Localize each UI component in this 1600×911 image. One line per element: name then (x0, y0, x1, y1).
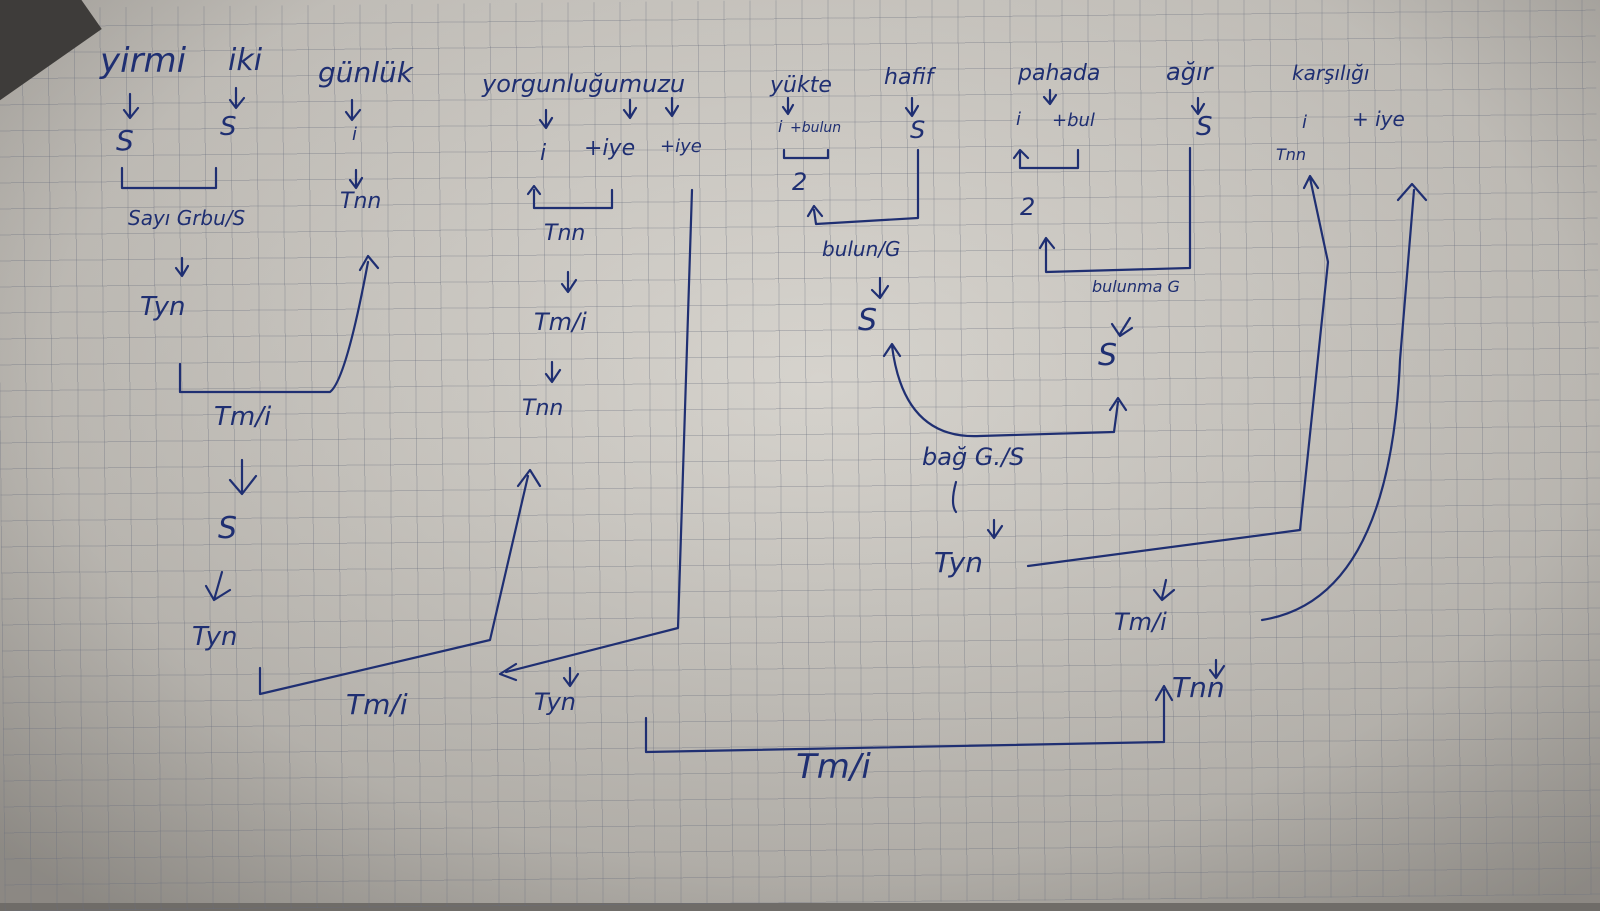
label-iye-3: + iye (1352, 107, 1405, 131)
label-tmi-5: Tm/i (796, 747, 871, 787)
label-tyn-4: Tyn (934, 546, 983, 579)
label-i-gunluk: i (352, 124, 357, 145)
label-tnn-1: Tnn (340, 189, 381, 214)
word-yirmi: yirmi (99, 41, 187, 81)
label-s-hafif: S (910, 116, 925, 144)
label-s-7: S (1098, 338, 1117, 373)
label-two-2: 2 (1020, 193, 1035, 221)
label-tyn-1: Tyn (140, 292, 186, 322)
word-pahada: pahada (1017, 61, 1100, 86)
label-tnn-3: Tnn (522, 396, 563, 421)
label-i-karsiligi: i (1302, 112, 1307, 133)
label-iye-2: +iye (660, 136, 702, 157)
label-tmi-4: Tm/i (1114, 608, 1167, 636)
word-agir: ağır (1166, 58, 1215, 86)
label-s-agir: S (1196, 112, 1213, 142)
word-karsiligi: karşılığı (1292, 61, 1369, 85)
label-bulunma-g: bulunma G (1092, 277, 1180, 296)
label-tmi-3: Tm/i (534, 308, 587, 336)
label-sayi-grubu: Sayı Grbu/S (128, 206, 246, 230)
label-bag-g: bağ G./S (922, 443, 1024, 471)
down-arrows (122, 86, 1226, 688)
word-iki: iki (228, 43, 263, 78)
label-tyn-2: Tyn (192, 622, 238, 652)
label-tmi-2: Tm/i (346, 688, 408, 721)
label-i-yorgun: i (540, 141, 546, 166)
label-tnn-2: Tnn (544, 221, 585, 246)
label-tyn-3: Tyn (534, 688, 576, 716)
label-bulun-1: +bulun (790, 120, 841, 136)
word-yorgunlugumuzu: yorgunluğumuzu (481, 70, 685, 98)
label-bul-2: +bul (1052, 110, 1095, 131)
label-s-6: S (858, 303, 877, 338)
label-bulun-g: bulun/G (822, 237, 901, 261)
word-gunluk: günlük (318, 56, 415, 89)
label-two-1: 2 (792, 168, 807, 196)
connector-lines (120, 146, 1428, 754)
word-yukte: yükte (769, 73, 832, 98)
label-iye-1: +iye (584, 136, 635, 161)
label-s-5: S (218, 511, 237, 546)
label-i-yukte: i (778, 117, 783, 136)
word-hafif: hafif (884, 65, 937, 90)
label-tmi-1: Tm/i (214, 402, 272, 432)
label-tnn-karsiligi: Tnn (1276, 145, 1306, 164)
label-i-pahada: i (1016, 109, 1021, 130)
label-s-iki: S (220, 112, 237, 142)
label-s-yirmi: S (116, 124, 134, 157)
